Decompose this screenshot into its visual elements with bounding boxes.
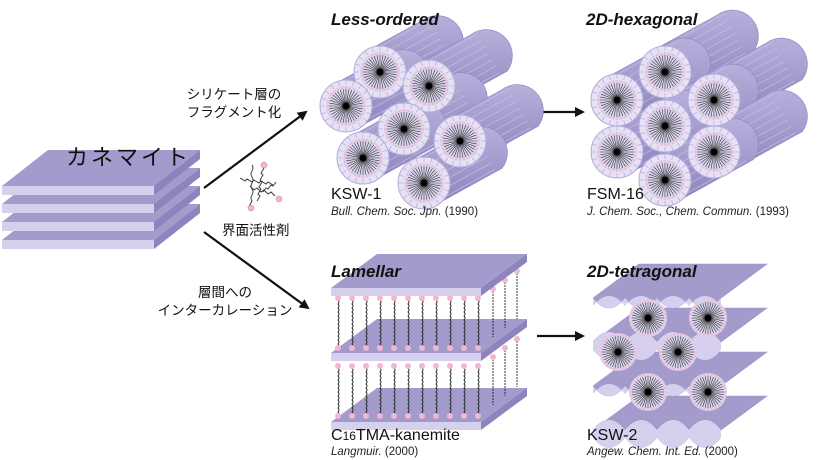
- mesopore: [638, 99, 692, 153]
- mesopore: [638, 45, 692, 99]
- mesopore: [319, 79, 373, 133]
- ksw2-name: KSW-2: [587, 427, 638, 444]
- silicate-layer: [331, 254, 527, 296]
- c16tma-reference: Langmuir. (2000): [331, 446, 418, 458]
- fsm16-journal: J. Chem. Soc., Chem. Commun.: [587, 206, 753, 218]
- tetragonal-structure: [592, 263, 768, 448]
- mesopore: [397, 156, 451, 210]
- less-ordered-structure: [319, 15, 544, 210]
- kanemite-stack: [2, 150, 200, 249]
- surfactant-bilayer: [335, 336, 520, 419]
- mesopore: [689, 373, 727, 411]
- ksw1-name: KSW-1: [331, 186, 382, 203]
- c16tma-name: C16TMA-kanemite: [331, 427, 460, 445]
- silicate-layer: [331, 319, 527, 361]
- less-ordered-title: Less-ordered: [331, 10, 439, 29]
- c16tma-journal: Langmuir.: [331, 446, 382, 458]
- surfactant-bilayer: [335, 268, 520, 351]
- mesopore: [336, 131, 390, 185]
- lamellar-title: Lamellar: [331, 262, 401, 281]
- mesopore: [629, 299, 667, 337]
- c16tma-prefix: C: [331, 427, 343, 444]
- hexagonal-title: 2D-hexagonal: [586, 10, 698, 29]
- ksw2-reference: Angew. Chem. Int. Ed. (2000): [587, 446, 738, 458]
- mesopore: [629, 373, 667, 411]
- lower-path-label: 層間への インターカレーション: [150, 284, 300, 320]
- lower-path-line1: 層間への: [198, 285, 252, 301]
- ksw2-journal: Angew. Chem. Int. Ed.: [587, 446, 702, 458]
- mesopore: [687, 125, 741, 179]
- fsm16-reference: J. Chem. Soc., Chem. Commun. (1993): [587, 206, 789, 218]
- silicate-layer: [331, 388, 527, 430]
- ksw1-journal: Bull. Chem. Soc. Jpn.: [331, 206, 442, 218]
- c16tma-subscript: 16: [342, 429, 356, 443]
- fsm16-year: (1993): [755, 206, 789, 218]
- mesopore: [599, 333, 637, 371]
- fsm16-name: FSM-16: [587, 186, 644, 203]
- lower-path-line2: インターカレーション: [157, 303, 293, 319]
- arrow-upper: [203, 110, 308, 189]
- surfactant-molecule-icon: [239, 161, 283, 212]
- mesopore: [638, 153, 692, 207]
- mesopore: [687, 73, 741, 127]
- upper-path-line2: フラグメント化: [186, 105, 282, 121]
- ksw1-reference: Bull. Chem. Soc. Jpn. (1990): [331, 206, 478, 218]
- mesopore: [402, 59, 456, 113]
- mesopore: [353, 45, 407, 99]
- mesopore: [433, 114, 487, 168]
- mesopore: [377, 102, 431, 156]
- tetragonal-title: 2D-tetragonal: [587, 262, 697, 281]
- mesopore: [590, 73, 644, 127]
- mesopore: [689, 299, 727, 337]
- c16tma-suffix: TMA-kanemite: [355, 427, 460, 444]
- kanemite-sheet: [2, 150, 200, 195]
- arrow-lower: [203, 231, 310, 310]
- upper-path-line1: シリケート層の: [186, 87, 282, 103]
- kanemite-label: カネマイト: [66, 146, 192, 171]
- c16tma-year: (2000): [384, 446, 419, 458]
- upper-path-label: シリケート層の フラグメント化: [170, 86, 298, 122]
- hexagonal-structure: [590, 9, 808, 207]
- ksw2-year: (2000): [704, 446, 738, 458]
- mesopore: [659, 333, 697, 371]
- lamellar-structure: [331, 254, 527, 430]
- surfactant-label: 界面活性剤: [222, 223, 290, 239]
- ksw1-year: (1990): [444, 206, 479, 218]
- mesopore: [590, 125, 644, 179]
